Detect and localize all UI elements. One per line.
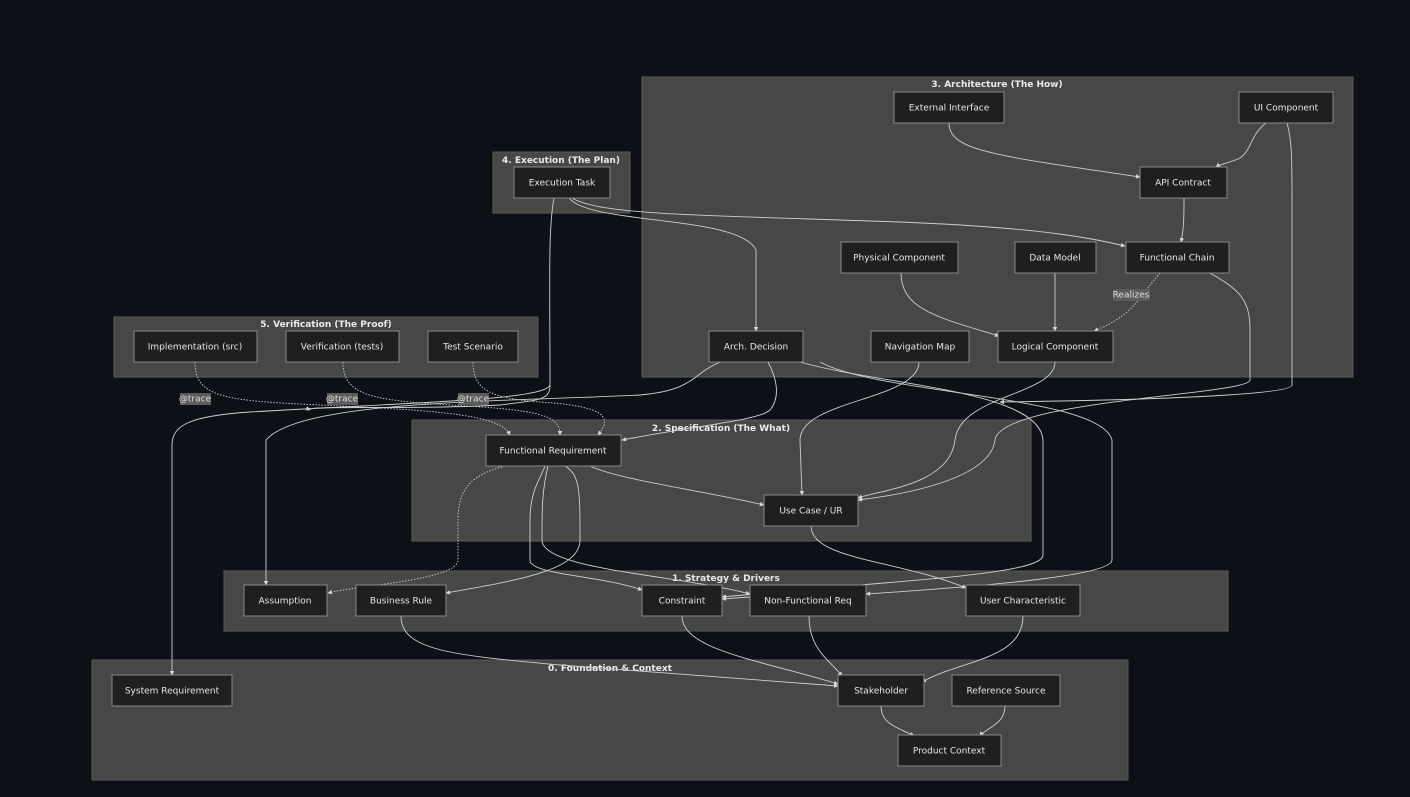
edge-reference-source-to-product-context (979, 705, 1006, 737)
node-label: External Interface (909, 104, 990, 114)
edge-stakeholder-to-product-context (880, 705, 915, 737)
edge-navigation-map-to-use-case (799, 361, 920, 496)
node-business-rule[interactable]: Business Rule (355, 584, 447, 617)
edge-label-trace-scenario: @trace (457, 395, 490, 405)
node-use-case[interactable]: Use Case / UR (763, 494, 859, 527)
node-label: Logical Component (1012, 343, 1099, 353)
node-label: System Requirement (125, 687, 220, 697)
edge-arch-decision-to-nfr (819, 361, 1113, 596)
node-arch-decision[interactable]: Arch. Decision (708, 330, 804, 363)
node-label: Arch. Decision (724, 343, 788, 353)
node-label: Non-Functional Req (764, 597, 851, 607)
node-non-functional-req[interactable]: Non-Functional Req (749, 584, 867, 617)
edge-verification-tests-trace (342, 361, 563, 436)
node-implementation[interactable]: Implementation (src) (133, 330, 258, 363)
node-logical-component[interactable]: Logical Component (997, 330, 1114, 363)
edge-constraint-to-stakeholder (681, 615, 839, 685)
edge-api-contract-to-functional-chain (1179, 197, 1185, 243)
node-system-requirement[interactable]: System Requirement (111, 674, 233, 707)
node-label: User Characteristic (980, 597, 1066, 607)
node-label: Reference Source (966, 687, 1046, 697)
edge-test-scenario-trace (472, 361, 605, 436)
node-label: Implementation (src) (148, 343, 243, 353)
node-navigation-map[interactable]: Navigation Map (870, 330, 970, 363)
node-label: Business Rule (370, 597, 433, 607)
node-label: Use Case / UR (779, 507, 842, 517)
cluster-title-verification: 5. Verification (The Proof) (260, 320, 391, 330)
node-label: Data Model (1029, 254, 1080, 264)
node-functional-chain[interactable]: Functional Chain (1125, 241, 1230, 274)
node-label: API Contract (1155, 179, 1211, 189)
node-label: Functional Requirement (499, 447, 607, 457)
node-product-context[interactable]: Product Context (897, 734, 1002, 767)
edge-labels: Realizes @trace @trace @trace (179, 289, 1150, 405)
edge-nfr-to-stakeholder (808, 615, 843, 677)
edge-physical-component-to-logical-component (900, 272, 1000, 337)
edges (169, 122, 1293, 737)
node-label: Test Scenario (442, 343, 503, 353)
node-data-model[interactable]: Data Model (1014, 241, 1097, 274)
node-external-interface[interactable]: External Interface (893, 91, 1005, 124)
edge-functional-requirement-to-business-rule (445, 465, 581, 595)
node-label: Execution Task (529, 179, 596, 189)
edge-execution-task-to-functional-requirement (305, 197, 555, 411)
node-constraint[interactable]: Constraint (641, 584, 723, 617)
edge-execution-task-to-functional-chain (571, 197, 1126, 248)
cluster-architecture: 3. Architecture (The How) (641, 76, 1354, 378)
node-label: Functional Chain (1140, 254, 1215, 264)
edge-logical-component-to-use-case (857, 361, 1056, 499)
edge-functional-requirement-to-use-case (589, 465, 765, 507)
edge-functional-chain-to-use-case (857, 272, 1251, 502)
node-user-characteristic[interactable]: User Characteristic (965, 584, 1081, 617)
node-label: UI Component (1254, 104, 1319, 114)
edge-functional-requirement-to-constraint (529, 465, 643, 591)
edge-label-trace-implementation: @trace (179, 395, 212, 405)
node-test-scenario[interactable]: Test Scenario (427, 330, 519, 363)
cluster-title-strategy: 1. Strategy & Drivers (672, 574, 780, 584)
node-stakeholder[interactable]: Stakeholder (837, 674, 925, 707)
node-label: Assumption (259, 597, 312, 607)
node-physical-component[interactable]: Physical Component (840, 241, 959, 274)
node-label: Constraint (659, 597, 706, 607)
edge-functional-requirement-to-nfr (541, 465, 751, 596)
edge-use-case-to-user-characteristic (810, 525, 967, 589)
edge-arch-decision-to-assumption (263, 361, 721, 586)
node-label: Physical Component (853, 254, 945, 264)
edge-execution-task-to-system-requirement (169, 384, 551, 676)
cluster-title-execution: 4. Execution (The Plan) (502, 156, 620, 166)
node-label: Product Context (913, 747, 986, 757)
edge-functional-chain-to-logical-component (1093, 272, 1161, 332)
node-label: Navigation Map (885, 343, 956, 353)
node-label: Verification (tests) (301, 343, 383, 353)
node-ui-component[interactable]: UI Component (1238, 91, 1334, 124)
node-assumption[interactable]: Assumption (243, 584, 328, 617)
node-verification-tests[interactable]: Verification (tests) (285, 330, 400, 363)
node-reference-source[interactable]: Reference Source (951, 674, 1061, 707)
node-functional-requirement[interactable]: Functional Requirement (485, 434, 622, 467)
edge-constraint-nfr-link (721, 596, 751, 601)
edge-ui-component-to-use-case (999, 122, 1293, 405)
node-api-contract[interactable]: API Contract (1139, 166, 1228, 199)
cluster-title-architecture: 3. Architecture (The How) (931, 80, 1062, 90)
edge-implementation-trace (194, 361, 511, 436)
edge-ui-component-to-api-contract (1215, 122, 1267, 168)
edge-label-trace-tests: @trace (326, 395, 359, 405)
edge-user-characteristic-to-stakeholder (921, 615, 1024, 683)
edge-external-interface-to-api-contract (948, 122, 1141, 179)
node-label: Stakeholder (854, 687, 908, 697)
edge-arch-decision-to-functional-requirement (621, 361, 777, 442)
cluster-title-specification: 2. Specification (The What) (652, 424, 790, 434)
edge-business-rule-to-stakeholder (400, 615, 839, 688)
edge-arch-decision-to-constraint (721, 361, 1044, 599)
edge-label-realizes: Realizes (1113, 291, 1150, 301)
edge-execution-task-to-arch-decision (568, 197, 759, 332)
node-execution-task[interactable]: Execution Task (513, 166, 611, 199)
